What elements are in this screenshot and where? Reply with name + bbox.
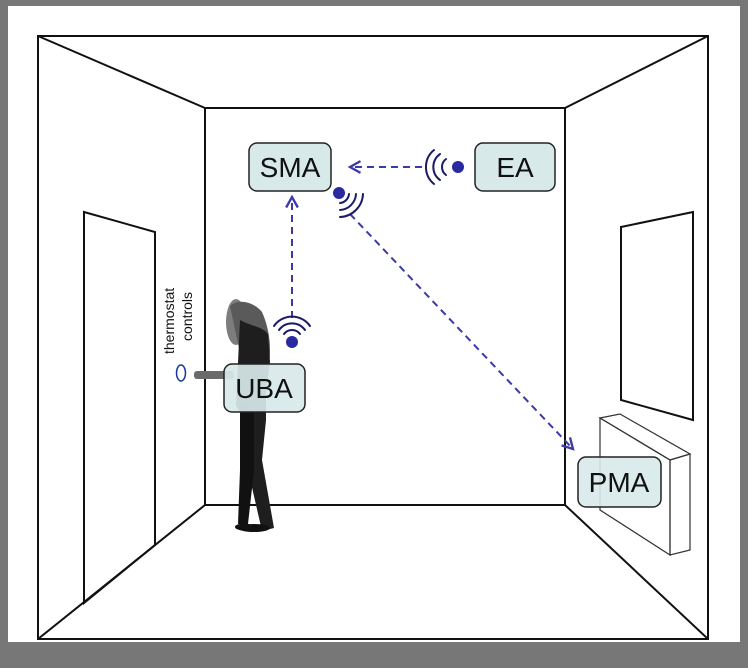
room-walls: [37, 35, 709, 640]
thermostat-device: [175, 364, 187, 382]
back-wall: [204, 107, 566, 506]
edge-top-right: [564, 35, 709, 109]
edge-bottom-right: [564, 504, 709, 640]
ea-sensor-dot: [452, 161, 464, 173]
uba-sensor-dot: [286, 336, 298, 348]
agent-pma-label: PMA: [589, 467, 650, 498]
agent-ea-box: [474, 142, 556, 192]
agent-sma: SMA: [248, 142, 332, 192]
agent-pma-box: [577, 456, 662, 508]
agent-uba-label: UBA: [235, 373, 293, 404]
wireless-signal-icon: [424, 149, 447, 185]
agent-sma-box: [248, 142, 332, 192]
outer-room-edge: [37, 35, 709, 640]
wireless-signal-icon: [273, 315, 311, 335]
agent-sma-label: SMA: [260, 152, 321, 183]
agent-pma: PMA: [577, 456, 662, 508]
agent-uba-box: [223, 363, 306, 413]
window-right: [620, 210, 694, 422]
arrows: [292, 167, 573, 449]
arrow-sma-to-pma: [349, 213, 573, 449]
thermostat-label-line2: controls: [179, 292, 195, 341]
agent-ea: EA: [474, 142, 556, 192]
door-left: [83, 210, 156, 606]
agent-ea-label: EA: [496, 152, 534, 183]
agent-uba: UBA: [223, 363, 306, 413]
thermostat-label-line1: thermostat: [161, 288, 177, 354]
sma-sensor-dot: [333, 187, 345, 199]
edge-top-left: [37, 35, 206, 109]
wireless-signal-icon: [339, 193, 364, 218]
room-background: [8, 6, 740, 642]
